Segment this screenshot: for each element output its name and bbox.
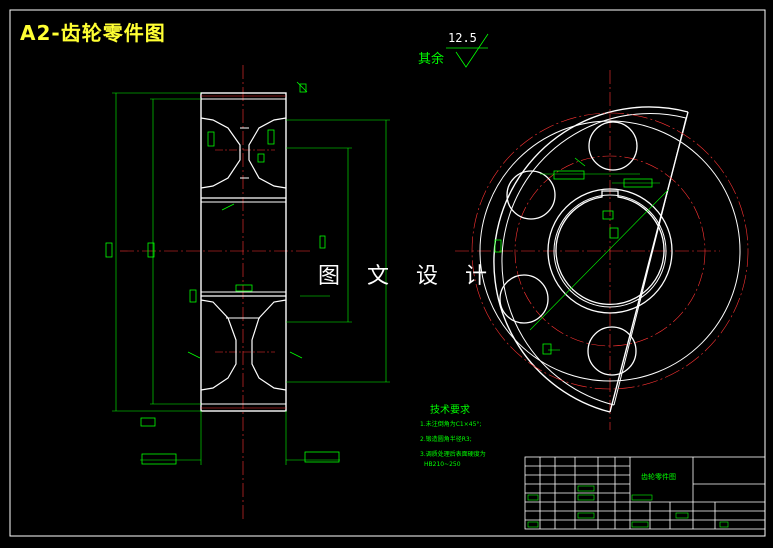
- section-view: [105, 65, 390, 520]
- end-view: [455, 70, 749, 430]
- roughness-rest-label: 其余: [418, 52, 445, 67]
- tech-requirements-title: 技术要求: [430, 405, 470, 416]
- watermark-text: 图 文 设 计: [318, 264, 497, 289]
- tech-requirement-line: 2.锻造圆角半径R3;: [420, 436, 472, 443]
- drawing-title: A2-齿轮零件图: [20, 21, 166, 45]
- sheet-border: [9, 9, 766, 537]
- title-block: [524, 456, 766, 530]
- title-block-fill-marks: [527, 485, 729, 528]
- tech-requirement-line: 3.调质处理后表面硬度为: [420, 451, 486, 458]
- tech-requirement-line: HB210~250: [424, 461, 461, 468]
- title-block-part-name: 齿轮零件图: [641, 473, 676, 481]
- tech-requirement-line: 1.未注倒角为C1×45°;: [420, 421, 482, 428]
- roughness-symbol: [446, 33, 489, 68]
- roughness-value: 12.5: [448, 31, 477, 45]
